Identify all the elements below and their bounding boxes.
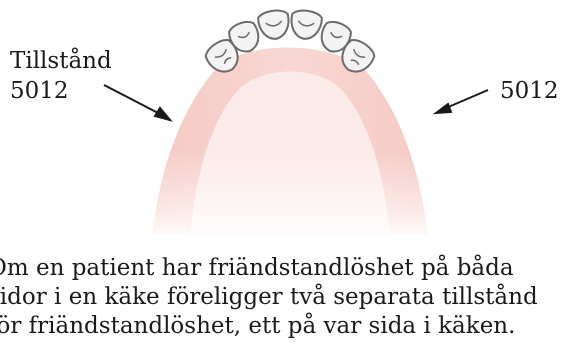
label-left-code: 5012 [10,76,112,106]
label-left-title: Tillstånd [10,46,112,76]
arrow-left [104,85,170,120]
caption-line-2: sidor i en käke föreligger två separata … [0,283,568,312]
caption-line-1: Om en patient har friändstandlöshet på b… [0,254,568,283]
tooth-incisor-right [289,9,323,41]
gum-fade [140,150,440,240]
arrow-right [436,90,488,113]
caption: Om en patient har friändstandlöshet på b… [0,254,568,341]
tooth-incisor-left [257,9,291,41]
label-left: Tillstånd 5012 [10,46,112,106]
caption-line-3: för friändstandlöshet, ett på var sida i… [0,312,568,341]
label-right-code: 5012 [500,76,559,106]
